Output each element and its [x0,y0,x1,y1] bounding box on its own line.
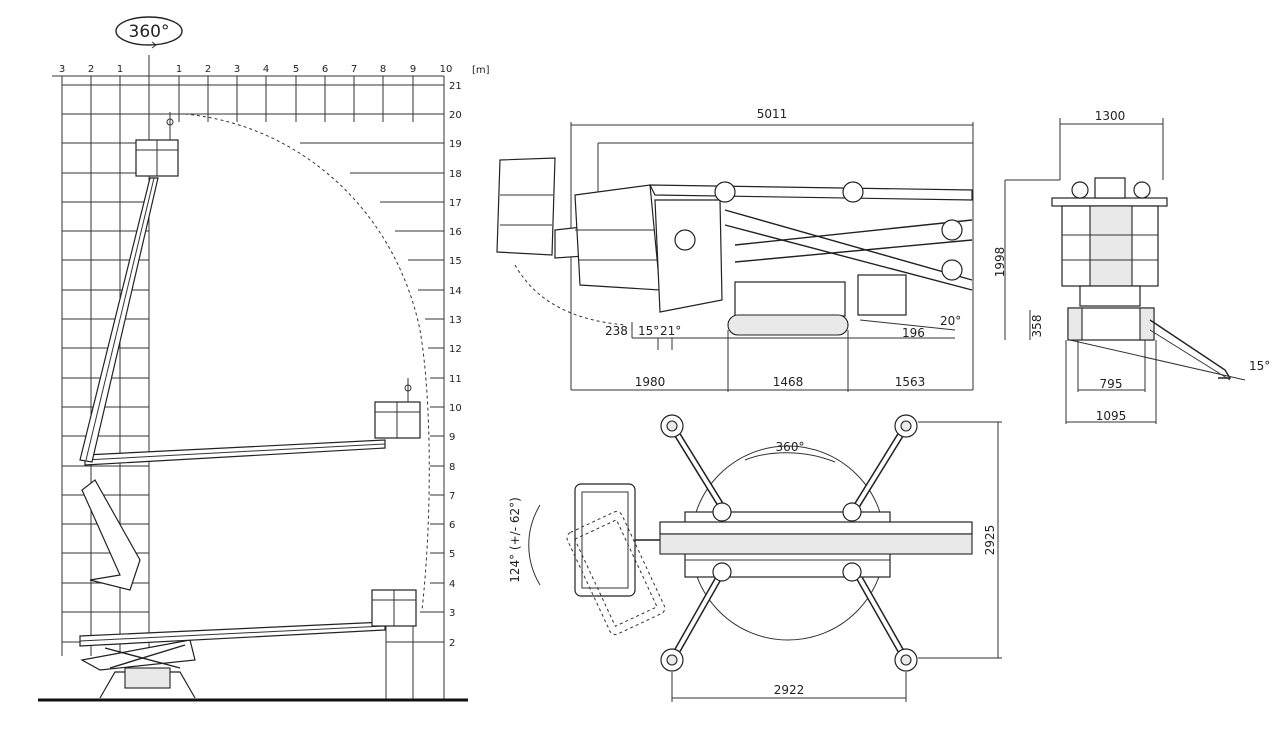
top-basket [566,483,666,635]
height-tick: 6 [449,520,455,531]
height-tick: 19 [449,139,462,150]
scale-tick: 2 [205,64,211,75]
height-tick: 14 [449,286,462,297]
outrigger-angle-dim: 15° [1249,359,1270,373]
height-tick: 8 [449,462,455,473]
height-tick: 12 [449,344,462,355]
top-scale: 3 2 1 1 2 3 4 5 6 7 8 9 10 [59,64,453,75]
scale-tick: 4 [263,64,269,75]
track-width-dim: 795 [1100,377,1123,391]
height-tick: 7 [449,491,455,502]
height-tick: 11 [449,374,462,385]
height-tick: 21 [449,81,462,92]
height-scale: 21 20 19 18 17 16 15 14 13 12 11 10 9 8 … [449,81,462,649]
rotation-label: 360° [129,22,170,42]
departure-angle-dim: 20° [940,314,961,328]
height-tick: 4 [449,579,455,590]
ramp-angle-dim: 21° [660,324,681,338]
front-width-dim: 1300 [1095,109,1126,123]
unit-label: [m] [472,65,490,76]
height-tick: 15 [449,256,462,267]
height-tick: 18 [449,169,462,180]
machine-base [80,639,196,699]
section-3-dim: 1563 [895,375,926,389]
height-tick: 9 [449,432,455,443]
scale-tick: 5 [293,64,299,75]
scale-tick: 7 [351,64,357,75]
rear-offset-dim: 196 [902,326,925,340]
front-view: 1300 1998 358 15° 795 [993,109,1270,424]
boom-vertical-max [79,112,179,463]
front-outrigger [1149,319,1232,379]
height-tick: 13 [449,315,462,326]
side-view: 5011 [496,107,974,392]
boom-horizontal-mid [81,378,421,591]
working-range-diagram: 360° 3 2 1 1 2 3 4 5 6 7 8 9 10 [m] [38,16,490,702]
height-tick: 5 [449,549,455,560]
scale-tick: 9 [410,64,416,75]
reach-envelope [184,113,430,611]
overall-length-dim: 5011 [757,107,788,121]
front-body [1051,177,1168,341]
height-tick: 10 [449,403,462,414]
side-chassis [649,181,973,336]
scale-tick: 1 [176,64,182,75]
boom-horizontal-low [79,589,417,647]
top-outriggers [660,414,918,672]
scale-tick: 10 [440,64,453,75]
scale-tick: 1 [117,64,123,75]
base-width-dim: 1095 [1096,409,1127,423]
height-tick: 16 [449,227,462,238]
basket-rotation-label: 124° (+/- 62°) [508,497,522,583]
section-1-dim: 1980 [635,375,666,389]
track-height-dim: 358 [1030,315,1044,338]
scale-tick: 2 [88,64,94,75]
basket-swing-arc [514,264,626,326]
top-view: 360° [508,414,1002,702]
rotation-arrow-icon [142,41,157,49]
scale-tick: 3 [59,64,65,75]
scale-tick: 8 [380,64,386,75]
scale-tick: 6 [322,64,328,75]
outrigger-width-dim: 2922 [774,683,805,697]
height-tick: 2 [449,638,455,649]
approach-angle-dim: 15° [638,324,659,338]
height-tick: 20 [449,110,462,121]
front-height-dim: 1998 [993,247,1007,278]
top-chassis [659,502,973,582]
top-rotation-label: 360° [776,440,805,454]
section-2-dim: 1468 [773,375,804,389]
outrigger-length-dim: 2925 [983,525,997,556]
height-tick: 17 [449,198,462,209]
height-tick: 3 [449,608,455,619]
basket-rotation-arc [528,504,541,586]
scale-tick: 3 [234,64,240,75]
ground-clearance-dim: 238 [605,324,628,338]
